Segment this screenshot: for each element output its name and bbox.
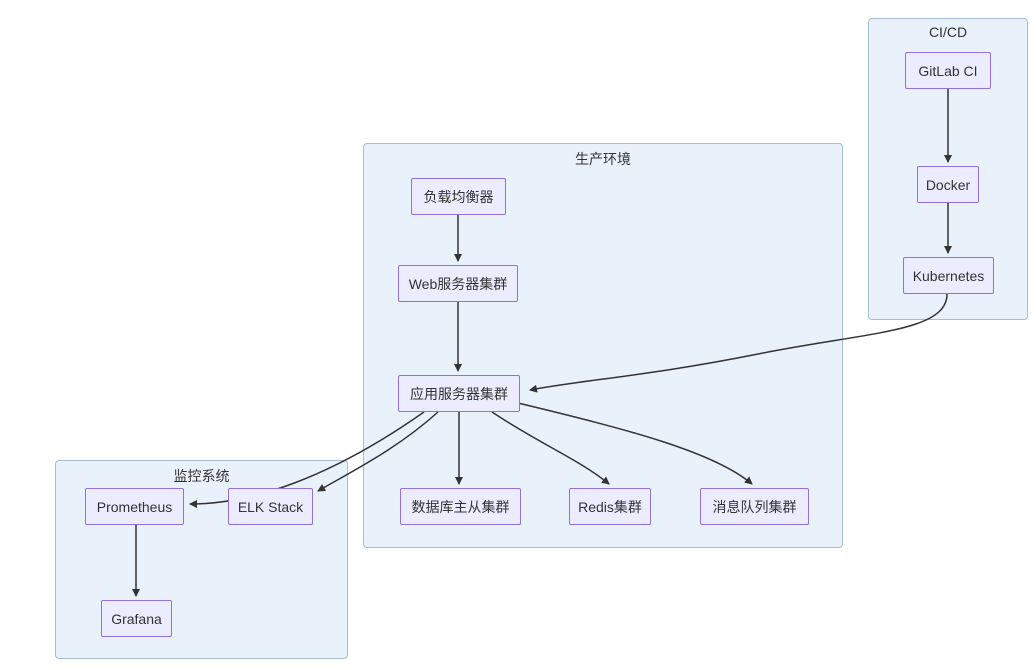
node-docker: Docker <box>917 166 979 203</box>
node-elk-stack: ELK Stack <box>228 488 313 525</box>
node-redis-cluster: Redis集群 <box>569 488 651 525</box>
node-grafana: Grafana <box>101 600 172 637</box>
cluster-monitoring-label: 监控系统 <box>173 468 230 484</box>
node-app-server-cluster: 应用服务器集群 <box>398 375 520 412</box>
node-load-balancer: 负载均衡器 <box>411 178 506 215</box>
cluster-production-label: 生产环境 <box>575 151 631 167</box>
cluster-cicd-label: CI/CD <box>928 24 968 40</box>
node-gitlab-ci: GitLab CI <box>905 52 991 89</box>
node-web-server-cluster: Web服务器集群 <box>398 265 518 302</box>
node-message-queue-cluster: 消息队列集群 <box>700 488 809 525</box>
node-database-cluster: 数据库主从集群 <box>400 488 521 525</box>
node-prometheus: Prometheus <box>85 488 184 525</box>
node-kubernetes: Kubernetes <box>903 257 994 294</box>
